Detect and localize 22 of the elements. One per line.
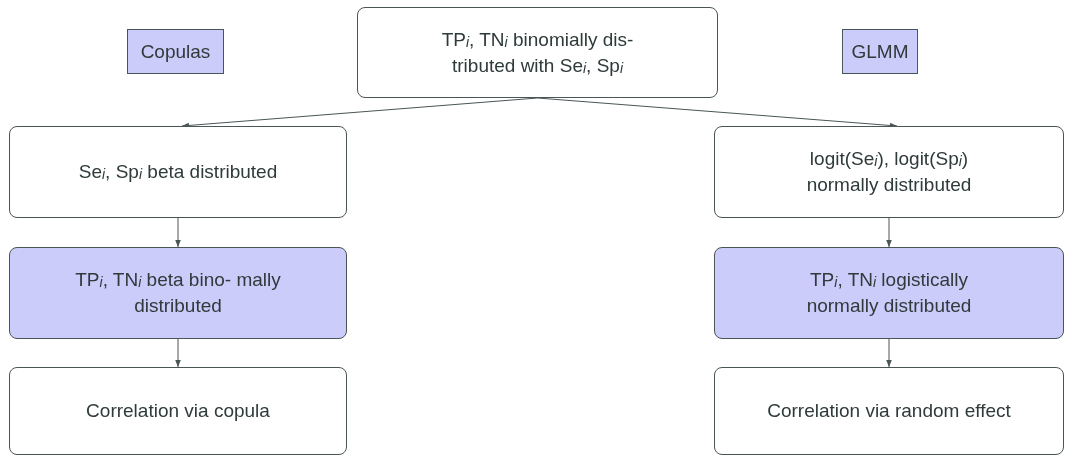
method-tag xyxy=(842,29,918,74)
node-text: TP$_{i}$, TN$_{i}$ binomially dis- tributed with Se$_{i}$, Sp$_{i}$ xyxy=(440,27,635,78)
process-box xyxy=(714,367,1064,455)
process-box xyxy=(9,126,347,218)
node-text: Correlation via random effect xyxy=(767,399,1011,423)
arrow xyxy=(886,217,892,248)
node-text: Correlation via copula xyxy=(86,399,270,423)
process-box xyxy=(714,247,1064,339)
node-text: GLMM xyxy=(851,39,909,64)
process-box xyxy=(9,247,347,339)
process-box xyxy=(714,126,1064,218)
node-text: Se$_{i}$, Sp$_{i}$ beta distributed xyxy=(78,160,278,185)
node-text: TP$_{i}$, TN$_{i}$ beta bino- mally distributed xyxy=(74,268,282,318)
arrow xyxy=(175,217,181,248)
arrow xyxy=(175,338,181,368)
node-text: logit(Se$_{i}$), logit(Sp$_{i}$) normally distributed xyxy=(805,147,973,197)
method-tag xyxy=(127,29,224,74)
arrow xyxy=(886,338,892,368)
node-text: Copulas xyxy=(140,39,211,64)
node-text: TP$_{i}$, TN$_{i}$ logistically normally distributed xyxy=(805,268,973,318)
process-box xyxy=(9,367,347,455)
process-box xyxy=(357,7,718,98)
